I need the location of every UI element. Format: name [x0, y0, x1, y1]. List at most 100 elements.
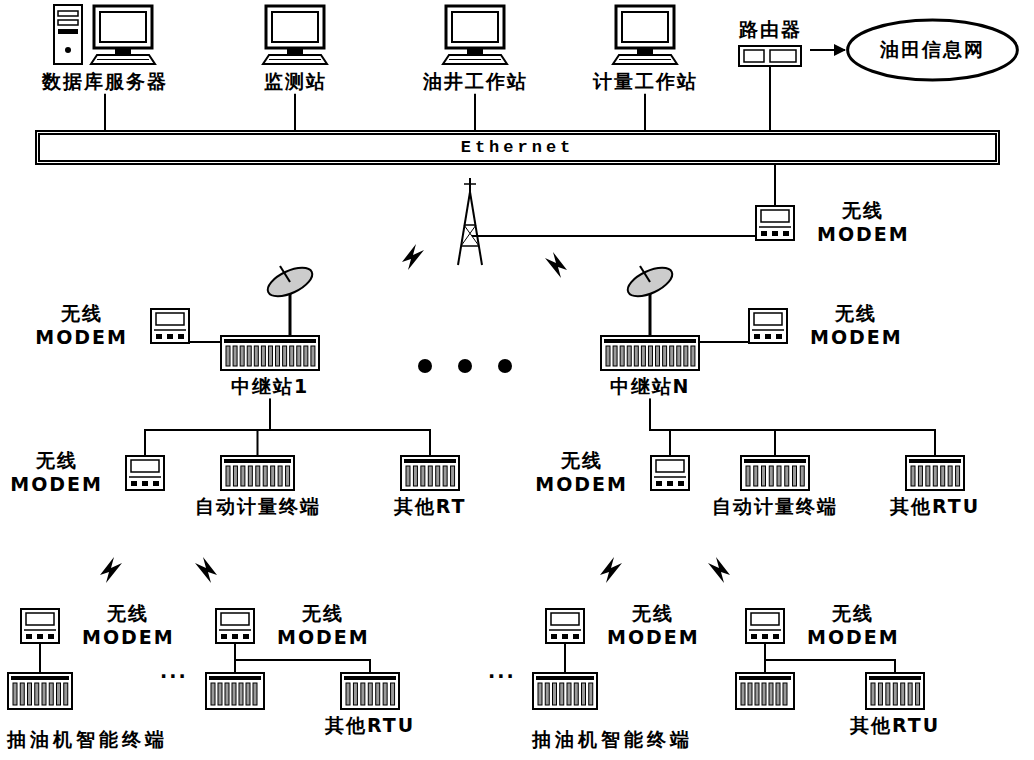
rack-slot — [232, 683, 236, 705]
rack-icon — [740, 455, 810, 491]
keyboard — [263, 55, 327, 64]
node-label: 其他RTU — [890, 495, 980, 519]
rack-slot — [383, 683, 387, 705]
network-link — [190, 341, 220, 343]
rack-slot — [783, 683, 787, 705]
monitor-frame — [94, 6, 152, 48]
rack-top — [11, 676, 69, 680]
keyboard-keys — [619, 59, 671, 60]
workstation: 计量工作站 — [580, 4, 710, 94]
network-link — [145, 399, 270, 455]
modem-button — [573, 634, 579, 639]
network-link — [650, 399, 670, 455]
ellipse-shape — [848, 20, 1018, 80]
tower-brace — [464, 225, 479, 246]
node-label: 无线 MODEM — [817, 199, 910, 247]
node-label: 油井工作站 — [415, 70, 535, 94]
modem-divider — [654, 476, 686, 478]
tower-brace — [461, 245, 479, 247]
modem-body — [21, 609, 59, 643]
rack-icon — [865, 672, 925, 710]
monitor-screen — [452, 12, 498, 42]
rack-slot — [916, 683, 920, 705]
modem-body — [151, 309, 189, 343]
rack-slot — [406, 466, 410, 486]
rack-slot — [57, 683, 61, 705]
modem-button — [156, 334, 162, 339]
ellipsis-dot — [498, 359, 512, 373]
rack-slot — [283, 346, 287, 366]
rack-slot — [769, 466, 773, 486]
dish-bowl — [624, 262, 677, 302]
network-ellipse: 油田信息网 — [845, 18, 1020, 82]
rack-slot — [42, 683, 46, 705]
rtu-rack: 抽油机智能终端 — [532, 672, 598, 710]
modem-body — [746, 609, 784, 643]
rack-slot — [941, 466, 945, 486]
network-link — [294, 94, 296, 130]
rack-slot — [436, 466, 440, 486]
rack-slot — [574, 683, 578, 705]
rack-slot — [64, 683, 68, 705]
rack-slot — [254, 346, 258, 366]
rack-slot — [246, 683, 250, 705]
computer-icon — [441, 4, 509, 66]
rack-slot — [741, 683, 745, 705]
router-panel — [770, 50, 796, 62]
modem-button — [773, 634, 779, 639]
modem-button — [783, 231, 789, 236]
modem-icon — [20, 608, 60, 644]
rack-frame — [866, 673, 924, 709]
network-link — [769, 67, 771, 130]
rack-icon — [340, 672, 400, 710]
ellipsis-label: ... — [160, 660, 188, 684]
rack-slot — [256, 466, 260, 486]
modem-divider — [154, 329, 186, 331]
modem-button — [167, 334, 173, 339]
rack-slot — [691, 346, 695, 366]
rack-slot — [755, 683, 759, 705]
network-link — [650, 399, 775, 455]
wireless-modem: 无线 MODEM — [20, 608, 60, 644]
rack-slot — [553, 683, 557, 705]
rack-frame — [341, 673, 399, 709]
rack-slot — [28, 683, 32, 705]
keyboard — [613, 55, 677, 64]
rack-slot — [247, 346, 251, 366]
modem-body — [651, 456, 689, 490]
node-label: 无线 MODEM — [35, 302, 128, 350]
rack-icon — [400, 455, 460, 491]
server-tower — [54, 5, 82, 64]
rack-slot — [239, 683, 243, 705]
rack-slot — [620, 346, 624, 366]
modem-button — [232, 634, 238, 639]
rack-slot — [893, 683, 897, 705]
rtu-rack: 其他RTU — [905, 455, 965, 491]
server-drive — [58, 11, 78, 16]
rack-top — [739, 676, 791, 680]
modem-display — [156, 313, 184, 325]
rack-frame — [401, 456, 459, 490]
wireless-bolt — [708, 557, 730, 583]
rack-slot — [648, 346, 652, 366]
modem-button — [551, 634, 557, 639]
rack-slot — [911, 466, 915, 486]
rack-slot — [361, 683, 365, 705]
rack-slot — [769, 683, 773, 705]
modem-button — [562, 634, 568, 639]
monitor-stand — [467, 48, 483, 54]
node-label: Ethernet — [461, 137, 575, 158]
rtu-wire — [764, 660, 766, 672]
rack-slot — [225, 683, 229, 705]
node-label: 自动计量终端 — [195, 495, 321, 519]
relay-station: 中继站1 — [220, 335, 320, 399]
modem-button — [776, 334, 782, 339]
rack-frame — [736, 673, 794, 709]
modem-button — [37, 634, 43, 639]
node-label: 无线 MODEM — [10, 449, 103, 497]
dish-feed — [280, 266, 290, 282]
rack-top — [604, 339, 696, 343]
modem-body — [756, 206, 794, 240]
rack-slot — [276, 346, 280, 366]
